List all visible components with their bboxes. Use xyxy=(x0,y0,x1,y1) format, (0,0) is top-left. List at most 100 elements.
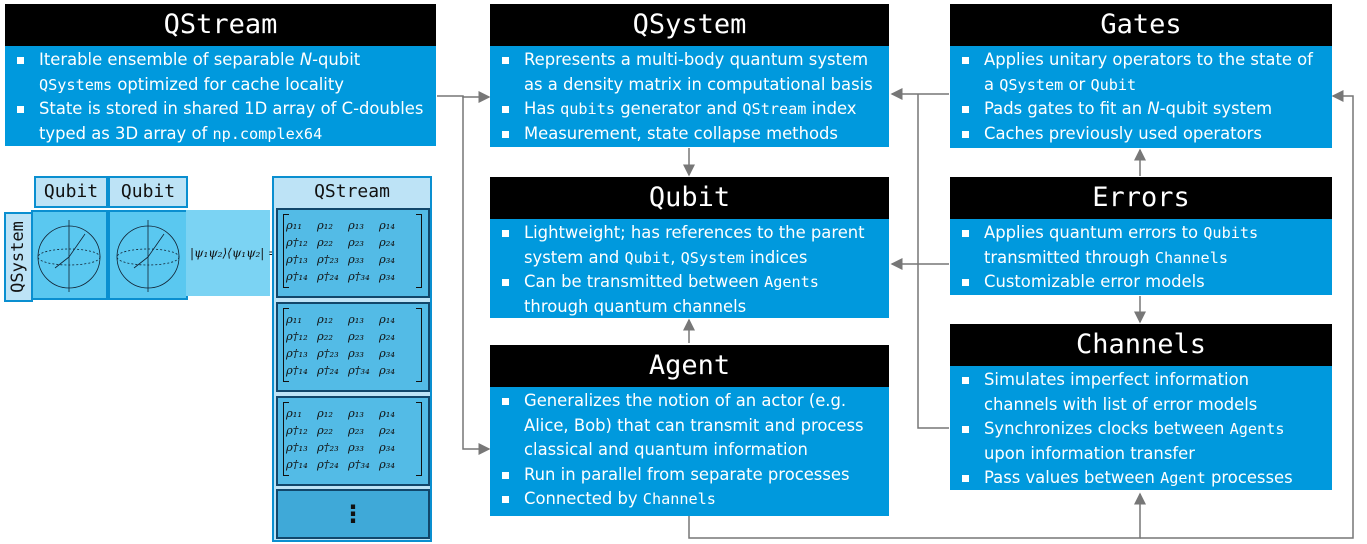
qstream-label: QStream xyxy=(314,181,390,202)
matrix-entry: ρ₃₄ xyxy=(379,439,395,454)
matrix-entry: ρ†₁₄ xyxy=(286,268,308,283)
matrix-entry: ρ†₁₃ xyxy=(286,439,308,454)
bullet: Generalizes the notion of an actor (e.g.… xyxy=(502,389,879,463)
bullet: Customizable error models xyxy=(962,270,1322,295)
matrix-entry: ρ₂₃ xyxy=(348,422,364,437)
card-title: Agent xyxy=(490,345,889,387)
bullet: Caches previously used operators xyxy=(962,122,1322,147)
card-title: Gates xyxy=(950,4,1332,46)
bullet: Synchronizes clocks between Agents upon … xyxy=(962,417,1322,466)
matrix-entry: ρ†₂₃ xyxy=(317,251,339,266)
matrix-row: ρ†₁₃ ρ†₂₃ ρ₃₃ ρ₃₄ xyxy=(286,344,410,361)
bullet: Applies quantum errors to Qubits transmi… xyxy=(962,221,1322,270)
card-title: QSystem xyxy=(490,4,889,46)
matrix-row: ρ₁₁ ρ₁₂ ρ₁₃ ρ₁₄ xyxy=(286,404,410,421)
bullet: Has qubits generator and QStream index xyxy=(502,97,879,122)
matrix-entry: ρ₁₂ xyxy=(317,405,333,420)
qubit-label-2: Qubit xyxy=(108,176,188,208)
matrix-entry: ρ₁₄ xyxy=(379,217,395,232)
matrix-entry: ρ†₁₂ xyxy=(286,234,308,249)
matrix-row: ρ†₁₄ ρ†₂₄ ρ†₃₄ ρ₃₄ xyxy=(286,361,410,378)
matrix-entry: ρ₃₃ xyxy=(348,345,364,360)
ket-panel xyxy=(186,210,270,296)
bloch-sphere-1 xyxy=(31,210,108,300)
qsystem-card: QSystem Represents a multi-body quantum … xyxy=(490,4,889,147)
matrix-entry: ρ₃₄ xyxy=(379,345,395,360)
arrow-qstream-agent xyxy=(462,96,491,455)
qubit-label-1: Qubit xyxy=(34,176,108,208)
matrix-entry: ρ₃₃ xyxy=(348,439,364,454)
matrix-entry: ρ₂₃ xyxy=(348,328,364,343)
bullet: Measurement, state collapse methods xyxy=(502,122,879,147)
card-title: Errors xyxy=(950,177,1332,219)
matrix-entry: ρ†₁₃ xyxy=(286,345,308,360)
matrix-entry: ρ₁₄ xyxy=(379,405,395,420)
bullet: State is stored in shared 1D array of C-… xyxy=(17,97,426,146)
bullet: Represents a multi-body quantum system a… xyxy=(502,48,879,97)
matrix-entry: ρ₃₄ xyxy=(379,362,395,377)
arrow-agent-channels xyxy=(688,492,1146,539)
matrix-entry: ρ₁₁ xyxy=(286,405,302,420)
matrix-entry: ρ†₂₃ xyxy=(317,439,339,454)
matrix-entry: ρ₁₃ xyxy=(348,405,364,420)
matrix-entry: ρ₂₄ xyxy=(379,422,395,437)
arrow-agent-gates xyxy=(1140,90,1354,539)
matrix-entry: ρ₁₃ xyxy=(348,311,364,326)
matrix-row: ρ†₁₄ ρ†₂₄ ρ†₃₄ ρ₃₄ xyxy=(286,455,410,472)
matrix-entry: ρ†₁₃ xyxy=(286,251,308,266)
bullet: Can be transmitted between Agents throug… xyxy=(502,270,879,319)
matrix-entry: ρ₂₂ xyxy=(317,328,333,343)
ellipsis: ⋮ xyxy=(341,500,365,528)
matrix-entry: ρ†₂₄ xyxy=(317,268,339,283)
bullet: Simulates imperfect information channels… xyxy=(962,368,1322,417)
matrix-entry: ρ†₁₄ xyxy=(286,456,308,471)
bullet: Pass values between Agent processes xyxy=(962,466,1322,491)
matrix-entry: ρ₃₃ xyxy=(348,251,364,266)
agent-card: Agent Generalizes the notion of an actor… xyxy=(490,345,889,516)
matrix-entry: ρ†₁₄ xyxy=(286,362,308,377)
qubit-card: Qubit Lightweight; has references to the… xyxy=(490,177,889,318)
matrix-entry: ρ₂₂ xyxy=(317,234,333,249)
matrix-entry: ρ†₁₂ xyxy=(286,328,308,343)
matrix-entry: ρ₁₂ xyxy=(317,217,333,232)
qstream-card: QStream Iterable ensemble of separable N… xyxy=(5,4,436,146)
bloch-sphere-icon xyxy=(37,220,101,292)
matrix-entry: ρ₂₃ xyxy=(348,234,364,249)
matrix-entry: ρ₂₂ xyxy=(317,422,333,437)
matrix-entry: ρ†₂₄ xyxy=(317,456,339,471)
matrix-entry: ρ†₃₄ xyxy=(348,456,370,471)
bullet: Connected by Channels xyxy=(502,487,879,512)
card-title: Qubit xyxy=(490,177,889,219)
matrix-entry: ρ₁₁ xyxy=(286,311,302,326)
matrix-row: ρ₁₁ ρ₁₂ ρ₁₃ ρ₁₄ xyxy=(286,216,410,233)
matrix-entry: ρ†₃₄ xyxy=(348,362,370,377)
matrix-entry: ρ†₂₃ xyxy=(317,345,339,360)
bullet: Lightweight; has references to the paren… xyxy=(502,221,879,270)
matrix-entry: ρ₁₃ xyxy=(348,217,364,232)
card-title: Channels xyxy=(950,324,1332,366)
bullet: Applies unitary operators to the state o… xyxy=(962,48,1322,97)
matrix-entry: ρ†₂₄ xyxy=(317,362,339,377)
bloch-sphere-2 xyxy=(108,210,188,300)
matrix-entry: ρ₃₄ xyxy=(379,268,395,283)
bullet: Pads gates to fit an N-qubit system xyxy=(962,97,1322,122)
card-title: QStream xyxy=(5,4,436,46)
matrix-entry: ρ₁₁ xyxy=(286,217,302,232)
matrix-entry: ρ₃₄ xyxy=(379,456,395,471)
errors-card: Errors Applies quantum errors to Qubits … xyxy=(950,177,1332,295)
bullet: Run in parallel from separate processes xyxy=(502,463,879,488)
qsystem-side-label: QSystem xyxy=(4,212,33,302)
matrix-row: ρ†₁₃ ρ†₂₃ ρ₃₃ ρ₃₄ xyxy=(286,438,410,455)
arrow-channels-left xyxy=(917,94,949,429)
